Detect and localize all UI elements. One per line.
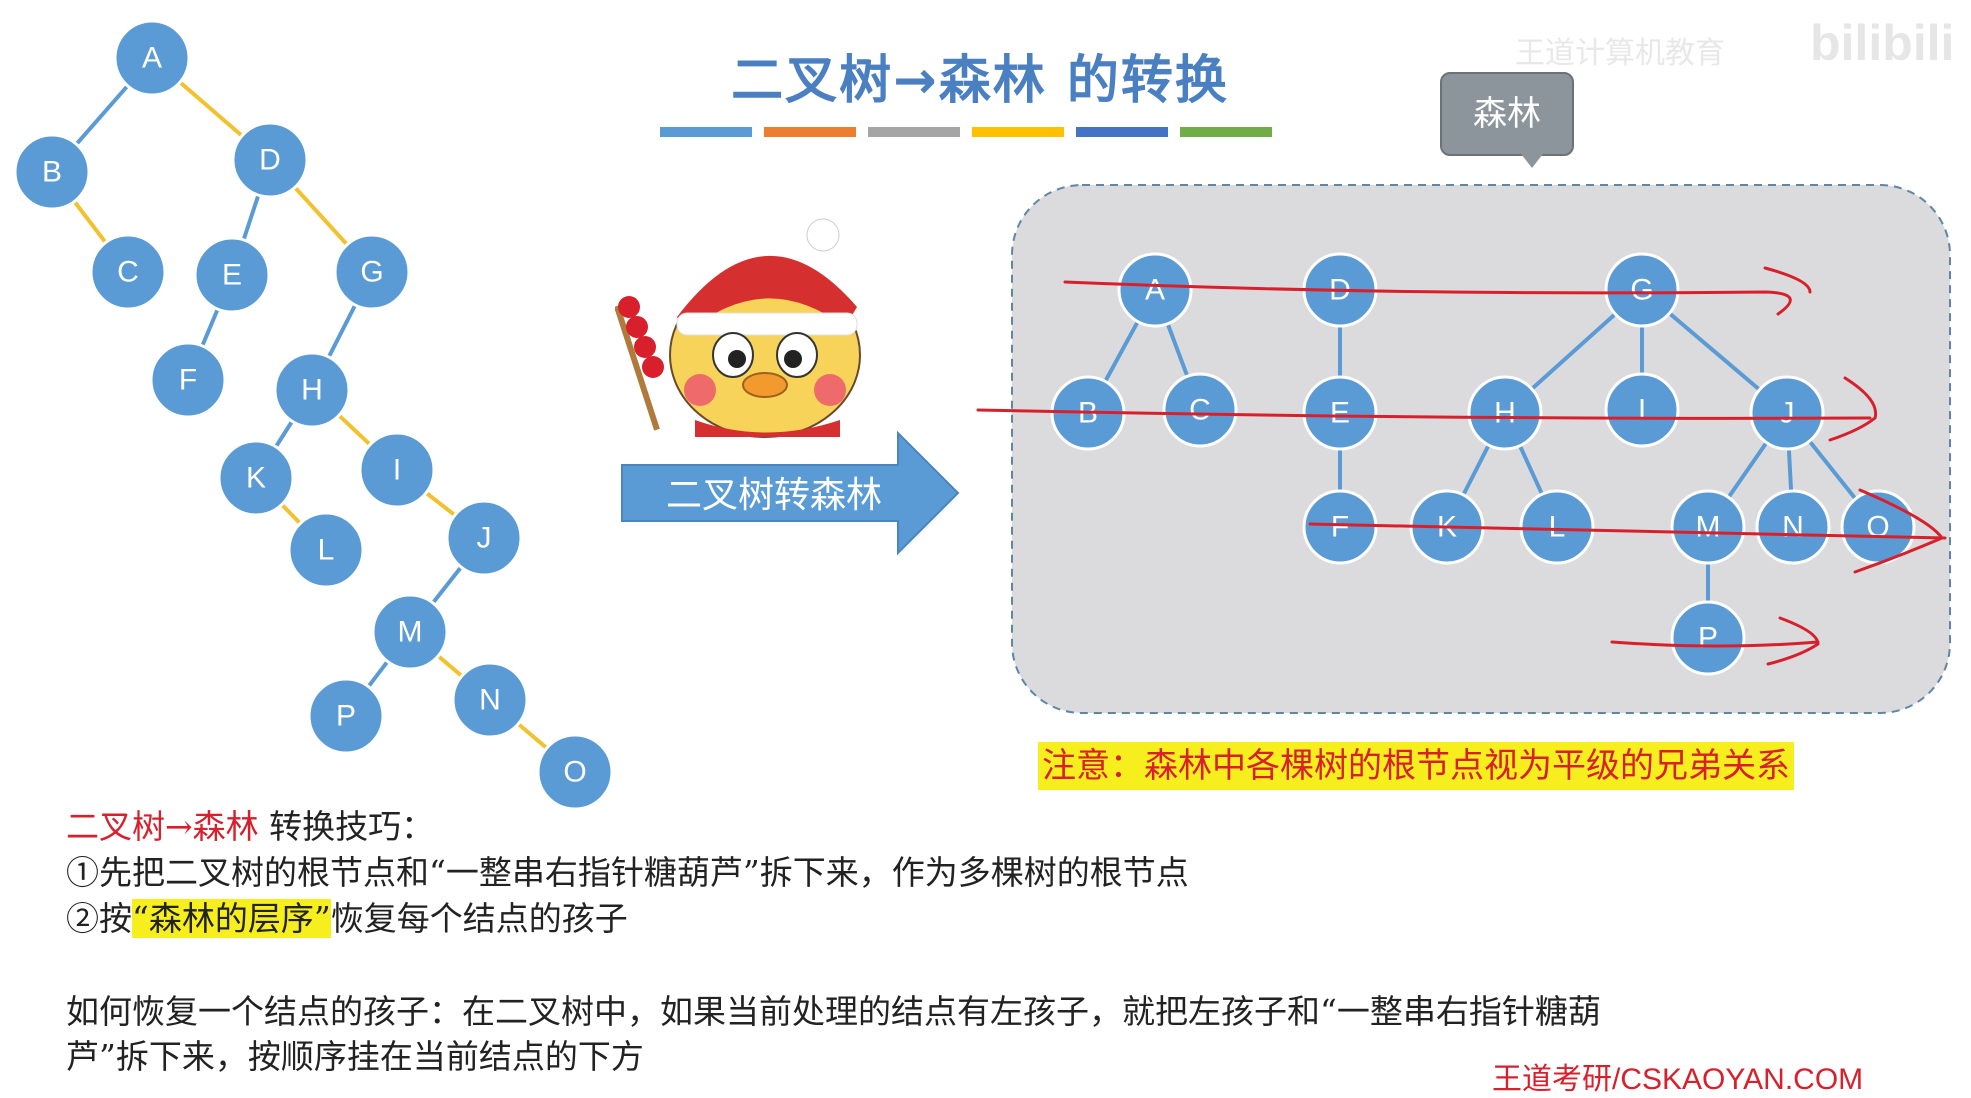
forest-node-m: M xyxy=(1672,491,1744,563)
how-restore-line-2: 芦”拆下来，按顺序挂在当前结点的下方 xyxy=(66,1030,644,1078)
forest-node-label: A xyxy=(1145,274,1165,307)
tips-step-1: ①先把二叉树的根节点和“一整串右指针糖葫芦”拆下来，作为多棵树的根节点 xyxy=(66,846,1189,894)
bt-node-label: D xyxy=(259,144,281,177)
forest-node-j: J xyxy=(1751,377,1823,449)
bt-node-f: F xyxy=(151,343,225,417)
page-title: 二叉树→森林 的转换 xyxy=(700,38,1260,113)
bt-node-label: C xyxy=(117,256,139,289)
bt-node-label: M xyxy=(398,616,423,649)
forest-node-label: F xyxy=(1331,511,1349,544)
tips-heading-rest: 转换技巧： xyxy=(259,807,435,846)
title-bar-segment xyxy=(1076,127,1168,137)
bt-node-e: E xyxy=(195,238,269,312)
title-bar-segment xyxy=(764,127,856,137)
bt-node-i: I xyxy=(360,433,434,507)
watermark-logo: bilibili xyxy=(1810,14,1954,72)
bt-node-label: L xyxy=(318,534,335,567)
bt-node-label: P xyxy=(336,700,356,733)
bt-node-h: H xyxy=(275,353,349,427)
bt-node-a: A xyxy=(115,21,189,95)
forest-node-label: N xyxy=(1782,511,1804,544)
forest-node-p: P xyxy=(1672,602,1744,674)
bt-node-o: O xyxy=(538,735,612,809)
bt-node-d: D xyxy=(233,123,307,197)
bt-node-p: P xyxy=(309,679,383,753)
bt-node-m: M xyxy=(373,595,447,669)
bt-node-label: H xyxy=(301,374,323,407)
tips-heading-red: 二叉树→森林 xyxy=(66,807,259,846)
forest-node-l: L xyxy=(1521,491,1593,563)
tips-step-2-suffix: 恢复每个结点的孩子 xyxy=(331,899,628,938)
how-restore-line-1: 如何恢复一个结点的孩子：在二叉树中，如果当前处理的结点有左孩子，就把左孩子和“一… xyxy=(66,985,1601,1033)
forest-node-label: L xyxy=(1549,511,1566,544)
footer-site: 王道考研/CSKAOYAN.COM xyxy=(1492,1054,1863,1098)
bt-node-label: J xyxy=(477,522,492,555)
forest-node-label: J xyxy=(1780,397,1795,430)
forest-callout: 森林 xyxy=(1440,72,1574,156)
forest-node-c: C xyxy=(1164,374,1236,446)
forest-node-f: F xyxy=(1304,491,1376,563)
tips-step-2-prefix: ②按 xyxy=(66,899,132,938)
bt-node-n: N xyxy=(453,663,527,737)
watermark-text: 王道计算机教育 xyxy=(1515,28,1725,72)
tips-heading: 二叉树→森林 转换技巧： xyxy=(66,800,434,848)
bt-node-c: C xyxy=(91,235,165,309)
bt-node-label: F xyxy=(179,364,197,397)
title-bar-segment xyxy=(868,127,960,137)
bt-node-g: G xyxy=(335,235,409,309)
forest-node-label: E xyxy=(1330,397,1350,430)
forest-node-n: N xyxy=(1757,491,1829,563)
forest-callout-tail xyxy=(1518,150,1546,168)
mascot-illustration xyxy=(615,215,885,440)
bt-node-j: J xyxy=(447,501,521,575)
title-bar-segment xyxy=(1180,127,1272,137)
bt-node-b: B xyxy=(15,135,89,209)
forest-node-h: H xyxy=(1469,377,1541,449)
bt-node-label: G xyxy=(360,256,383,289)
forest-node-label: I xyxy=(1638,394,1646,427)
binary-tree-nodes: A B C D E F G H I J K L M N O P xyxy=(15,21,612,809)
tips-step-2: ②按“森林的层序”恢复每个结点的孩子 xyxy=(66,892,628,940)
forest-node-label: H xyxy=(1494,397,1516,430)
forest-node-label: C xyxy=(1189,394,1211,427)
bt-node-label: E xyxy=(222,259,242,292)
bt-node-label: O xyxy=(563,756,586,789)
forest-note: 注意：森林中各棵树的根节点视为平级的兄弟关系 xyxy=(1038,742,1794,790)
bt-node-k: K xyxy=(219,441,293,515)
forest-node-o: O xyxy=(1842,491,1914,563)
bt-node-l: L xyxy=(289,513,363,587)
bt-node-label: B xyxy=(42,156,62,189)
bt-node-label: K xyxy=(246,462,266,495)
title-bar-segment xyxy=(972,127,1064,137)
title-bar-segment xyxy=(660,127,752,137)
forest-node-label: M xyxy=(1696,511,1721,544)
bt-node-label: A xyxy=(142,42,162,75)
tips-step-2-highlight: “森林的层序” xyxy=(132,899,331,938)
forest-node-e: E xyxy=(1304,377,1376,449)
bt-node-label: I xyxy=(393,454,401,487)
forest-node-label: G xyxy=(1630,274,1653,307)
forest-node-label: O xyxy=(1866,511,1889,544)
conversion-arrow-label: 二叉树转森林 xyxy=(624,466,924,518)
bt-node-label: N xyxy=(479,684,501,717)
forest-node-label: P xyxy=(1698,622,1718,655)
forest-node-g: G xyxy=(1606,254,1678,326)
forest-node-a: A xyxy=(1119,254,1191,326)
forest-node-i: I xyxy=(1606,374,1678,446)
